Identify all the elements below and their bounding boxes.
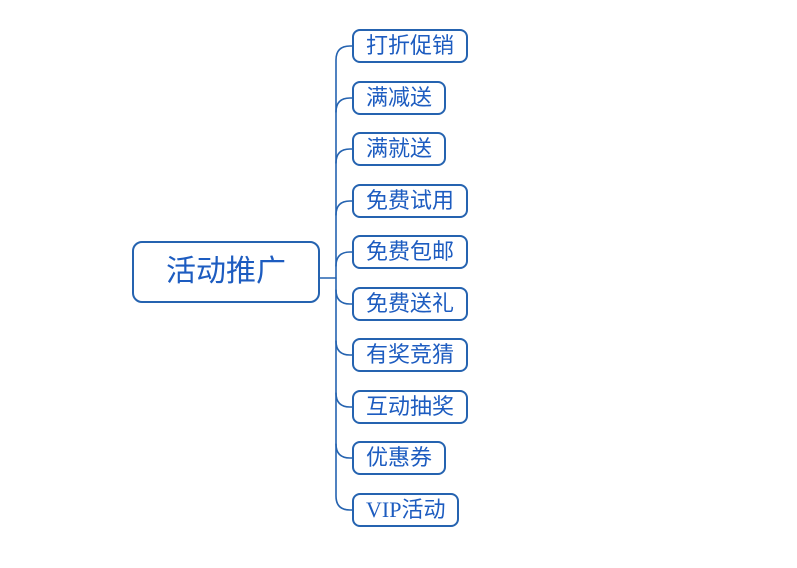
branch-node-label: 打折促销	[366, 33, 455, 58]
root-node-label: 活动推广	[166, 255, 286, 288]
branch-node-label: 免费包邮	[366, 239, 455, 264]
connector-branch	[335, 340, 353, 356]
connector-spine	[335, 45, 353, 511]
connector-branch	[335, 148, 353, 164]
connector-branch	[335, 443, 353, 459]
branch-node-label: 满就送	[366, 136, 433, 161]
connector-branch	[335, 392, 353, 408]
branch-node[interactable]: 互动抽奖	[352, 390, 469, 424]
branch-node[interactable]: 免费试用	[352, 184, 469, 218]
branch-node-label: 优惠券	[366, 445, 433, 470]
branch-node[interactable]: 免费包邮	[352, 235, 469, 269]
root-node[interactable]: 活动推广	[132, 241, 320, 303]
connector-branch	[335, 289, 353, 305]
branch-node-label: 互动抽奖	[366, 394, 455, 419]
branch-node-label: 满减送	[366, 85, 433, 110]
branch-node[interactable]: 满就送	[352, 132, 447, 166]
branch-node-label: 免费送礼	[366, 291, 455, 316]
branch-node[interactable]: 打折促销	[352, 29, 469, 63]
branch-node[interactable]: 免费送礼	[352, 287, 469, 321]
branch-node-label: 免费试用	[366, 188, 455, 213]
connector-branch	[335, 200, 353, 216]
branch-node[interactable]: 满减送	[352, 81, 447, 115]
connector-branch	[335, 97, 353, 113]
branch-node[interactable]: 优惠券	[352, 441, 447, 475]
connector-branch	[335, 251, 353, 267]
branch-node-label: VIP活动	[366, 497, 446, 522]
branch-node-label: 有奖竞猜	[366, 342, 455, 367]
branch-node[interactable]: VIP活动	[352, 493, 460, 527]
branch-node[interactable]: 有奖竞猜	[352, 338, 469, 372]
